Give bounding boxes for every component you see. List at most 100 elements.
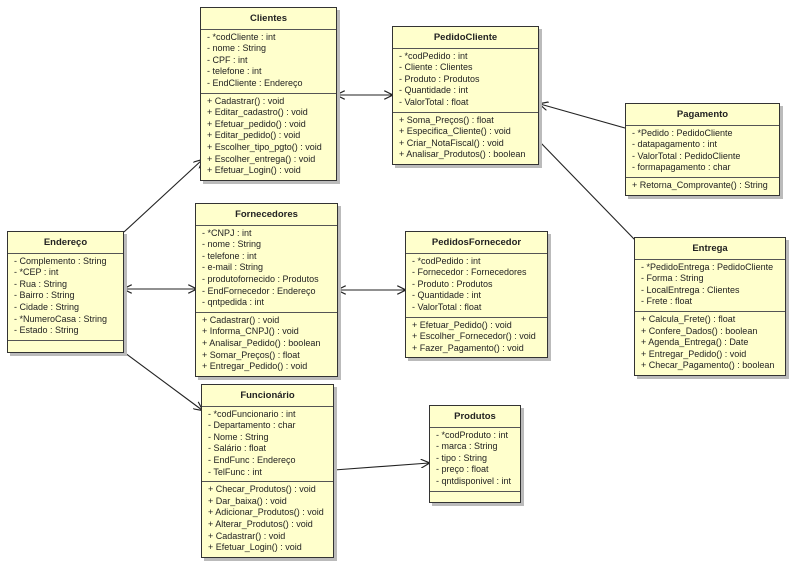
class-fornecedores-attributes: - *CNPJ : int - nome : String - telefone… [196,226,337,312]
class-pedidos-fornecedor-attributes: - *codPedido : int - Fornecedor : Fornec… [406,254,547,317]
method: + Cadastrar() : void [208,530,286,541]
attribute: - *CNPJ : int [202,227,252,238]
class-pedido-cliente[interactable]: PedidoCliente - *codPedido : int - Clien… [392,26,539,165]
attribute: - Nome : String [208,431,269,442]
attribute: - *Pedido : PedidoCliente [632,127,733,138]
method: + Fazer_Pagamento() : void [412,342,524,353]
attribute: - ValorTotal : float [412,301,482,312]
attribute: - Cidade : String [14,301,80,312]
method: + Retorna_Comprovante() : String [632,179,768,190]
association-funcionario-produtos [333,463,429,471]
class-endereco-attributes: - Complemento : String - *CEP : int - Ru… [8,254,123,340]
attribute: - qntpedida : int [202,297,265,308]
attribute: - nome : String [202,239,262,250]
class-pedidos-fornecedor[interactable]: PedidosFornecedor - *codPedido : int - F… [405,231,548,359]
class-endereco-methods [8,339,123,352]
attribute: - formapagamento : char [632,162,731,173]
class-entrega[interactable]: Entrega - *PedidoEntrega : PedidoCliente… [634,237,786,376]
method: + Editar_pedido() : void [207,130,301,141]
association-endereco-clientes [123,160,202,233]
class-pagamento[interactable]: Pagamento - *Pedido : PedidoCliente - da… [625,103,780,196]
association-endereco-funcionario [117,347,202,410]
class-funcionario[interactable]: Funcionário - *codFuncionario : int - De… [201,384,334,558]
attribute: - telefone : int [207,66,262,77]
attribute: - EndFunc : Endereço [208,454,296,465]
attribute: - *codPedido : int [399,50,468,61]
attribute: - Complemento : String [14,255,107,266]
class-clientes-name: Clientes [201,8,336,30]
method: + Analisar_Produtos() : boolean [399,149,526,160]
method: + Editar_cadastro() : void [207,107,308,118]
attribute: - Estado : String [14,325,79,336]
method: + Efetuar_pedido() : void [207,118,306,129]
class-endereco[interactable]: Endereço - Complemento : String - *CEP :… [7,231,124,353]
attribute: - Quantidade : int [399,85,469,96]
association-pagamento-pedido-cliente [540,104,626,129]
attribute: - e-mail : String [202,262,264,273]
attribute: - *codPedido : int [412,255,481,266]
class-clientes[interactable]: Clientes - *codCliente : int - nome : St… [200,7,337,181]
attribute: - *PedidoEntrega : PedidoCliente [641,261,774,272]
method: + Efetuar_Pedido() : void [412,319,512,330]
class-entrega-name: Entrega [635,238,785,260]
attribute: - TelFunc : int [208,466,262,477]
class-pagamento-attributes: - *Pedido : PedidoCliente - datapagament… [626,126,779,177]
class-funcionario-methods: + Checar_Produtos() : void + Dar_baixa()… [202,481,333,557]
attribute: - *CEP : int [14,267,59,278]
class-pagamento-methods: + Retorna_Comprovante() : String [626,176,779,195]
class-pagamento-name: Pagamento [626,104,779,126]
class-produtos-name: Produtos [430,406,520,428]
attribute: - EndFornecedor : Endereço [202,285,316,296]
method: + Checar_Produtos() : void [208,484,316,495]
method: + Adicionar_Produtos() : void [208,507,324,518]
attribute: - Departamento : char [208,420,296,431]
attribute: - Produto : Produtos [399,73,480,84]
method: + Escolher_tipo_pgto() : void [207,141,322,152]
method: + Alterar_Produtos() : void [208,518,313,529]
class-pedidos-fornecedor-methods: + Efetuar_Pedido() : void + Escolher_For… [406,316,547,358]
method: + Efetuar_Login() : void [208,542,302,553]
method: + Checar_Pagamento() : boolean [641,360,775,371]
attribute: - Frete : float [641,296,693,307]
class-pedido-cliente-name: PedidoCliente [393,27,538,49]
class-pedido-cliente-attributes: - *codPedido : int - Cliente : Clientes … [393,49,538,112]
method: + Somar_Preços() : float [202,349,300,360]
attribute: - produtofornecido : Produtos [202,273,319,284]
class-entrega-attributes: - *PedidoEntrega : PedidoCliente - Forma… [635,260,785,311]
attribute: - Cliente : Clientes [399,62,473,73]
method: + Cadastrar() : void [202,314,280,325]
class-fornecedores-methods: + Cadastrar() : void + Informa_CNPJ() : … [196,311,337,376]
class-clientes-methods: + Cadastrar() : void + Editar_cadastro()… [201,92,336,180]
attribute: - EndCliente : Endereço [207,77,303,88]
method: + Calcula_Frete() : float [641,313,736,324]
attribute: - Salário : float [208,443,267,454]
class-produtos-attributes: - *codProduto : int - marca : String - t… [430,428,520,491]
attribute: - marca : String [436,441,498,452]
attribute: - Produto : Produtos [412,278,493,289]
method: + Criar_NotaFiscal() : void [399,137,504,148]
method: + Soma_Preços() : float [399,114,494,125]
attribute: - Bairro : String [14,290,75,301]
class-fornecedores[interactable]: Fornecedores - *CNPJ : int - nome : Stri… [195,203,338,377]
method: + Entregar_Pedido() : void [641,348,747,359]
attribute: - ValorTotal : float [399,96,469,107]
attribute: - *NumeroCasa : String [14,313,108,324]
class-funcionario-attributes: - *codFuncionario : int - Departamento :… [202,407,333,482]
method: + Agenda_Entrega() : Date [641,337,749,348]
class-produtos[interactable]: Produtos - *codProduto : int - marca : S… [429,405,521,503]
attribute: - Fornecedor : Fornecedores [412,267,527,278]
attribute: - Rua : String [14,278,68,289]
attribute: - qntdisponivel : int [436,475,512,486]
class-pedido-cliente-methods: + Soma_Preços() : float + Especifica_Cli… [393,111,538,164]
attribute: - Forma : String [641,273,704,284]
attribute: - Quantidade : int [412,290,482,301]
attribute: - tipo : String [436,452,488,463]
attribute: - CPF : int [207,54,248,65]
class-clientes-attributes: - *codCliente : int - nome : String - CP… [201,30,336,93]
method: + Cadastrar() : void [207,95,285,106]
method: + Confere_Dados() : boolean [641,325,758,336]
method: + Analisar_Pedido() : boolean [202,337,321,348]
method: + Efetuar_Login() : void [207,165,301,176]
method: + Informa_CNPJ() : void [202,326,299,337]
